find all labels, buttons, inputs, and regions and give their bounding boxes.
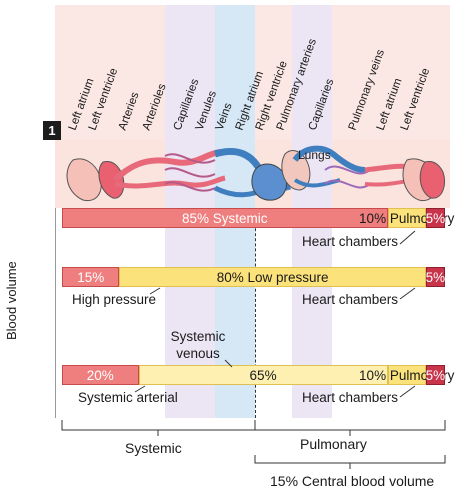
blood-volume-chart [55,208,451,418]
volume-segment: 5% [426,208,445,228]
circulation-drawing [55,140,450,208]
pulmonary-bracket-label: Pulmonary [300,436,367,452]
central-volume-label: 15% Central blood volume [270,473,435,489]
systemic-bracket-label: Systemic [125,440,182,456]
volume-segment: 5% [426,267,445,287]
panel-number: 1 [43,121,61,140]
row2-high-pressure-label: High pressure [72,292,157,307]
volume-segment: 85% Systemic [62,208,388,228]
row2-heart-chambers-label: Heart chambers [302,292,399,307]
volume-segment: 15% [62,267,120,287]
systemic-pulmonary-divider [255,208,256,418]
volume-segment: 20% [62,365,139,385]
volume-segment: 5% [426,365,445,385]
volume-segment: 65% [138,365,388,385]
lungs-label: Lungs [298,148,331,162]
row3-systemic-arterial-label: Systemic arterial [78,390,178,405]
row3-systemic-venous-label: Systemic venous [170,329,226,361]
row1-heart-chambers-label: Heart chambers [302,234,399,249]
volume-segment: 80% Low pressure [119,267,426,287]
circulation-illustration [55,140,450,208]
row3-heart-chambers-label: Heart chambers [302,390,399,405]
